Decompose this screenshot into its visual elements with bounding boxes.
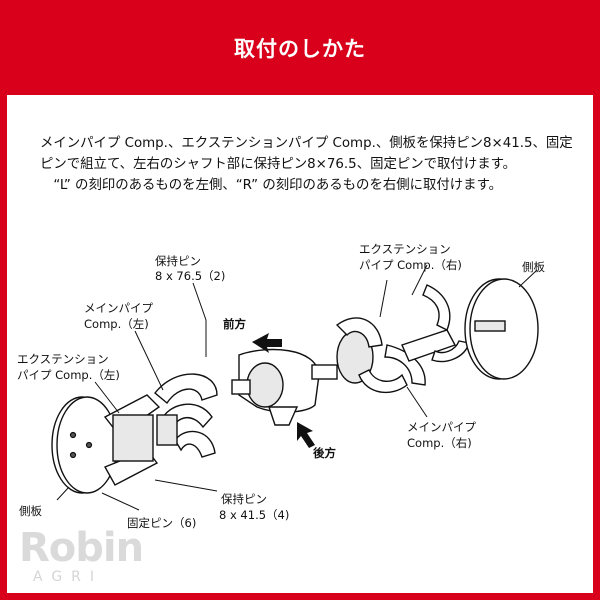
front-arrow-icon [252, 333, 282, 353]
leader-pin-41 [154, 479, 218, 492]
leader-fixed-pin [101, 492, 140, 511]
label-ext-pipe-left-line1: エクステンション [17, 352, 109, 366]
label-fixed-pin: 固定ピン（6) [127, 516, 196, 530]
leader-side-plate-right [518, 269, 538, 288]
logo-main-text: Robin [19, 525, 144, 571]
label-main-pipe-left-line1: メインパイプ [84, 301, 153, 315]
ext-pipe-left-part [103, 394, 161, 486]
tine-right-2 [358, 369, 408, 394]
tine-left-3 [174, 430, 216, 458]
page-title: 取付のしかた [234, 36, 366, 61]
logo-sub-text: AGRI [33, 569, 104, 585]
main-pipe-right-part [335, 317, 426, 394]
side-plate-left-part [51, 396, 118, 494]
label-rear: 後方 [313, 446, 336, 460]
tine-right-5 [431, 340, 470, 363]
page-header: 取付のしかた [0, 0, 600, 95]
label-side-plate-left: 側板 [19, 504, 42, 518]
leader-ext-pipe-right [411, 264, 428, 296]
side-plate-right-part [464, 278, 539, 380]
gearbox-base [268, 406, 299, 426]
brand-logo: Robin AGRI [19, 525, 144, 593]
label-main-pipe-right-line2: Comp.（右) [407, 436, 472, 450]
tine-right-1 [335, 317, 383, 348]
label-ext-pipe-right-line1: エクステンション [359, 242, 451, 256]
side-plate-left-hole [69, 431, 77, 439]
pin-76-right [379, 279, 388, 318]
ext-pipe-left-bracket [112, 414, 154, 462]
instruction-paragraph-1: メインパイプ Comp.、エクステンションパイプ Comp.、側板を保持ピン8×… [40, 136, 573, 172]
tine-left-1 [154, 373, 218, 405]
label-pin-41-line2: 8 x 41.5（4) [219, 508, 289, 522]
leader-pin-76 [192, 282, 207, 321]
ext-pipe-right-body [401, 329, 457, 362]
tine-right-4 [422, 284, 451, 331]
shaft-right [311, 364, 338, 380]
label-main-pipe-right-line1: メインパイプ [407, 420, 476, 434]
label-side-plate-right: 側板 [522, 260, 545, 274]
gearbox-hub [246, 362, 284, 408]
label-ext-pipe-right-line2: パイプ Comp.（右) [359, 258, 462, 272]
main-pipe-left-body [156, 414, 178, 446]
instruction-panel: メインパイプ Comp.、エクステンションパイプ Comp.、側板を保持ピン8×… [7, 95, 593, 593]
main-pipe-left-part [154, 373, 218, 458]
label-pin-41-line1: 保持ピン [221, 492, 267, 506]
gearbox-part [231, 348, 338, 426]
side-plate-left-hole [85, 441, 93, 449]
assembly-diagram: 保持ピン 8 x 76.5（2) メインパイプ Comp.（左) エクステンショ… [17, 242, 545, 530]
rear-arrow-icon [297, 422, 315, 448]
leader-side-plate-left [56, 486, 70, 501]
leader-main-pipe-right [406, 386, 428, 418]
shaft-left [231, 379, 251, 395]
label-main-pipe-left-line2: Comp.（左) [84, 317, 149, 331]
label-pin-76-line1: 保持ピン [155, 254, 201, 268]
leader-ext-pipe-left [94, 381, 120, 414]
leader-main-pipe-left [134, 330, 164, 391]
instruction-text: メインパイプ Comp.、エクステンションパイプ Comp.、側板を保持ピン8×… [40, 133, 580, 196]
label-pin-76-line2: 8 x 76.5（2) [155, 269, 225, 283]
ext-pipe-right-part [401, 284, 470, 363]
label-ext-pipe-left-line2: パイプ Comp.（左) [17, 368, 120, 382]
side-plate-right-boss [474, 320, 506, 332]
instruction-paragraph-2: “L” の刻印のあるものを左側、“R” の刻印のあるものを右側に取付けます。 [53, 178, 503, 193]
label-front: 前方 [223, 317, 246, 331]
side-plate-left-hole [69, 451, 77, 459]
